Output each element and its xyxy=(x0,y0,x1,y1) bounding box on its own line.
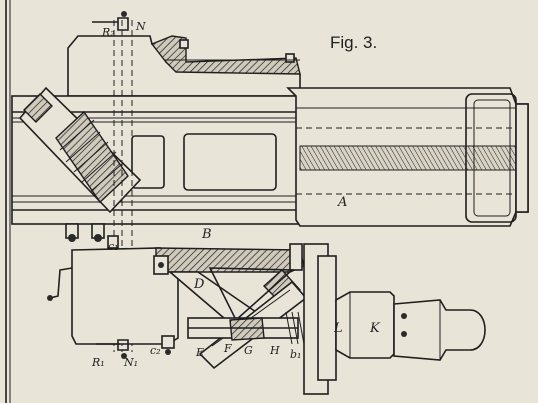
figure-title: Fig. 3. xyxy=(330,33,377,52)
cross-strut xyxy=(208,267,295,322)
handle-r2-knob xyxy=(121,11,127,17)
spring-coil xyxy=(55,110,129,204)
label-k: K xyxy=(369,321,381,336)
barrel-end-cap xyxy=(515,103,529,213)
c2-bolt-dot xyxy=(165,349,171,355)
tube-bottom-bolts xyxy=(65,223,105,242)
arm-b-bolt-left-dot xyxy=(158,262,164,268)
part-k xyxy=(335,291,395,359)
label-l: L xyxy=(333,321,343,336)
end-piece-bolt-1 xyxy=(401,313,407,319)
crank-handle xyxy=(49,267,73,299)
barrel-core-hatched xyxy=(299,145,525,171)
tube-window-1 xyxy=(183,133,277,191)
end-piece-bolt-2 xyxy=(401,331,407,337)
c1-bolt xyxy=(107,235,119,249)
label-c1: c₁ xyxy=(108,240,119,253)
spring-diagonals xyxy=(59,119,123,193)
upper-bolt-top-right xyxy=(285,53,295,63)
end-piece xyxy=(393,299,486,361)
upper-bolt-top xyxy=(179,39,189,49)
label-r1: R₁ xyxy=(91,356,105,369)
label-n1: N₁ xyxy=(123,356,138,369)
crank-knob xyxy=(47,295,53,301)
label-n: N xyxy=(135,20,146,33)
handle-r1-knob xyxy=(121,353,127,359)
lower-spring-hatch xyxy=(229,317,265,341)
label-e: E xyxy=(195,346,204,359)
label-h: H xyxy=(269,344,280,357)
c2-bolt xyxy=(161,335,175,349)
label-b: B xyxy=(201,227,212,242)
lower-spring-coil xyxy=(285,311,305,345)
barrel-end-inner xyxy=(473,99,511,217)
handle-r2 xyxy=(92,17,129,31)
label-b1: b₁ xyxy=(290,348,301,361)
label-g: G xyxy=(244,344,253,357)
label-f: F xyxy=(223,342,232,355)
label-a: A xyxy=(337,195,347,210)
spring-cap xyxy=(23,93,53,123)
arm-b-end xyxy=(289,243,303,271)
label-c2: c₂ xyxy=(150,344,161,357)
label-d: D xyxy=(193,277,205,292)
handle-r1 xyxy=(96,339,129,351)
label-r2: R₂ xyxy=(101,26,115,39)
disk-l-plate xyxy=(317,255,337,381)
upper-top-plate xyxy=(150,35,301,75)
